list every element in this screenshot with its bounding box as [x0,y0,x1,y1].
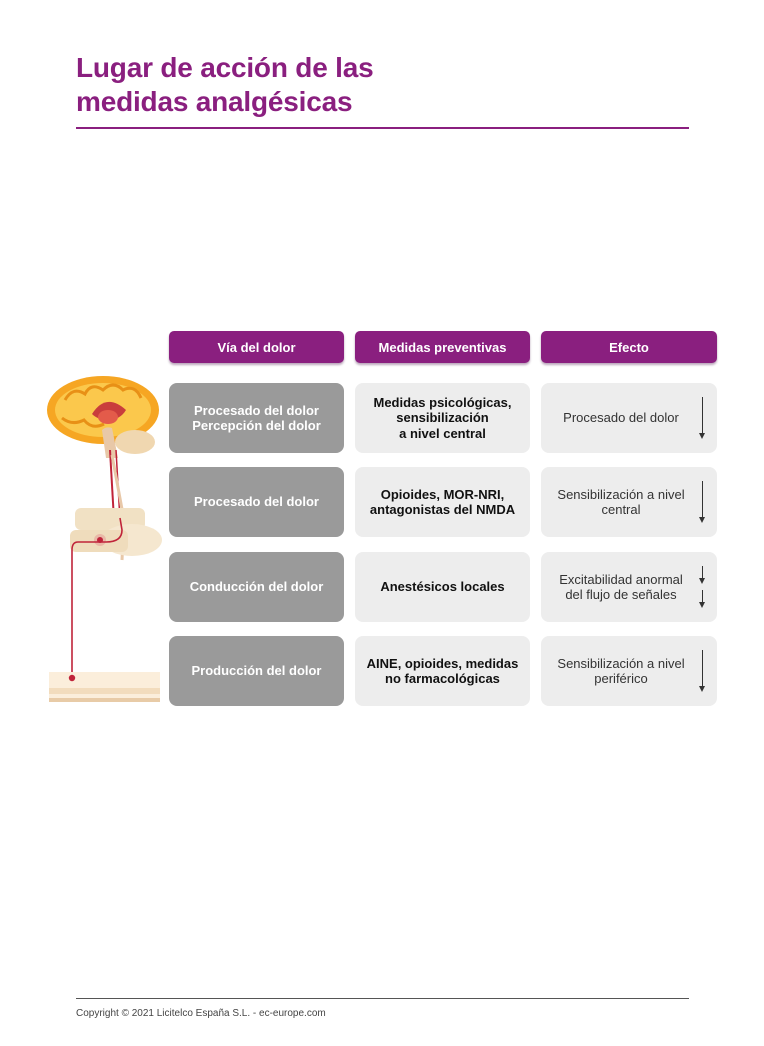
row2-via: Procesado del dolor [169,467,344,537]
title-divider [76,127,689,129]
row4-via-line1: Producción del dolor [191,663,322,679]
row4-efecto: Sensibilización a nivel periférico [541,636,717,706]
down-arrow-icon [699,590,707,608]
header-medidas-preventivas: Medidas preventivas [355,331,530,363]
row1-medidas: Medidas psicológicas, sensibilización a … [355,383,530,453]
row4-efecto-line1: Sensibilización a nivel [557,655,685,671]
row4-efecto-line2: periférico [594,671,648,686]
title-line-1: Lugar de acción de las [76,52,374,83]
row3-via-line1: Conducción del dolor [189,579,324,595]
row2-via-line1: Procesado del dolor [194,494,319,510]
row4-medidas: AINE, opioides, medidas no farmacológica… [355,636,530,706]
down-arrow-icon [699,481,707,523]
header-via-del-dolor: Vía del dolor [169,331,344,363]
row2-efecto: Sensibilización a nivel central [541,467,717,537]
row3-medidas: Anestésicos locales [355,552,530,622]
row2-efecto-line1: Sensibilización a nivel [557,486,685,502]
row3-medidas-line1: Anestésicos locales [380,579,505,595]
row2-medidas-line1: Opioides, MOR-NRI, [380,486,505,502]
down-arrow-icon [699,650,707,692]
down-arrow-icon [699,566,707,584]
row3-efecto-line1: Excitabilidad anormal [559,571,683,587]
row2-medidas-line2: antagonistas del NMDA [369,502,516,517]
pain-pathway-illustration [47,376,162,702]
row1-via-line2: Percepción del dolor [192,418,321,433]
header-efecto: Efecto [541,331,717,363]
pain-pathway-line [71,517,123,678]
brain-icon [47,376,159,458]
row4-medidas-line2: no farmacológicas [385,671,500,686]
row1-medidas-line3: a nivel central [399,425,486,441]
row1-medidas-line2: sensibilización [396,410,489,426]
footer-divider [76,998,689,999]
row1-via-line1: Procesado del dolor [194,402,319,418]
row1-via: Procesado del dolor Percepción del dolor [169,383,344,453]
spine-vertebra-icon [70,508,162,556]
row2-medidas: Opioides, MOR-NRI, antagonistas del NMDA [355,467,530,537]
row3-via: Conducción del dolor [169,552,344,622]
copyright-text: Copyright © 2021 Licitelco España S.L. -… [76,1008,326,1019]
row1-efecto-line1: Procesado del dolor [563,410,679,426]
skin-icon [49,672,160,702]
down-arrow-icon [699,397,707,439]
row4-via: Producción del dolor [169,636,344,706]
row3-efecto-line2: del flujo de señales [565,587,677,602]
row1-medidas-line1: Medidas psicológicas, [373,394,512,410]
row3-efecto: Excitabilidad anormal del flujo de señal… [541,552,717,622]
title-line-2: medidas analgésicas [76,86,353,117]
row1-efecto: Procesado del dolor [541,383,717,453]
row4-medidas-line1: AINE, opioides, medidas [366,655,519,671]
row2-efecto-line2: central [601,502,641,517]
